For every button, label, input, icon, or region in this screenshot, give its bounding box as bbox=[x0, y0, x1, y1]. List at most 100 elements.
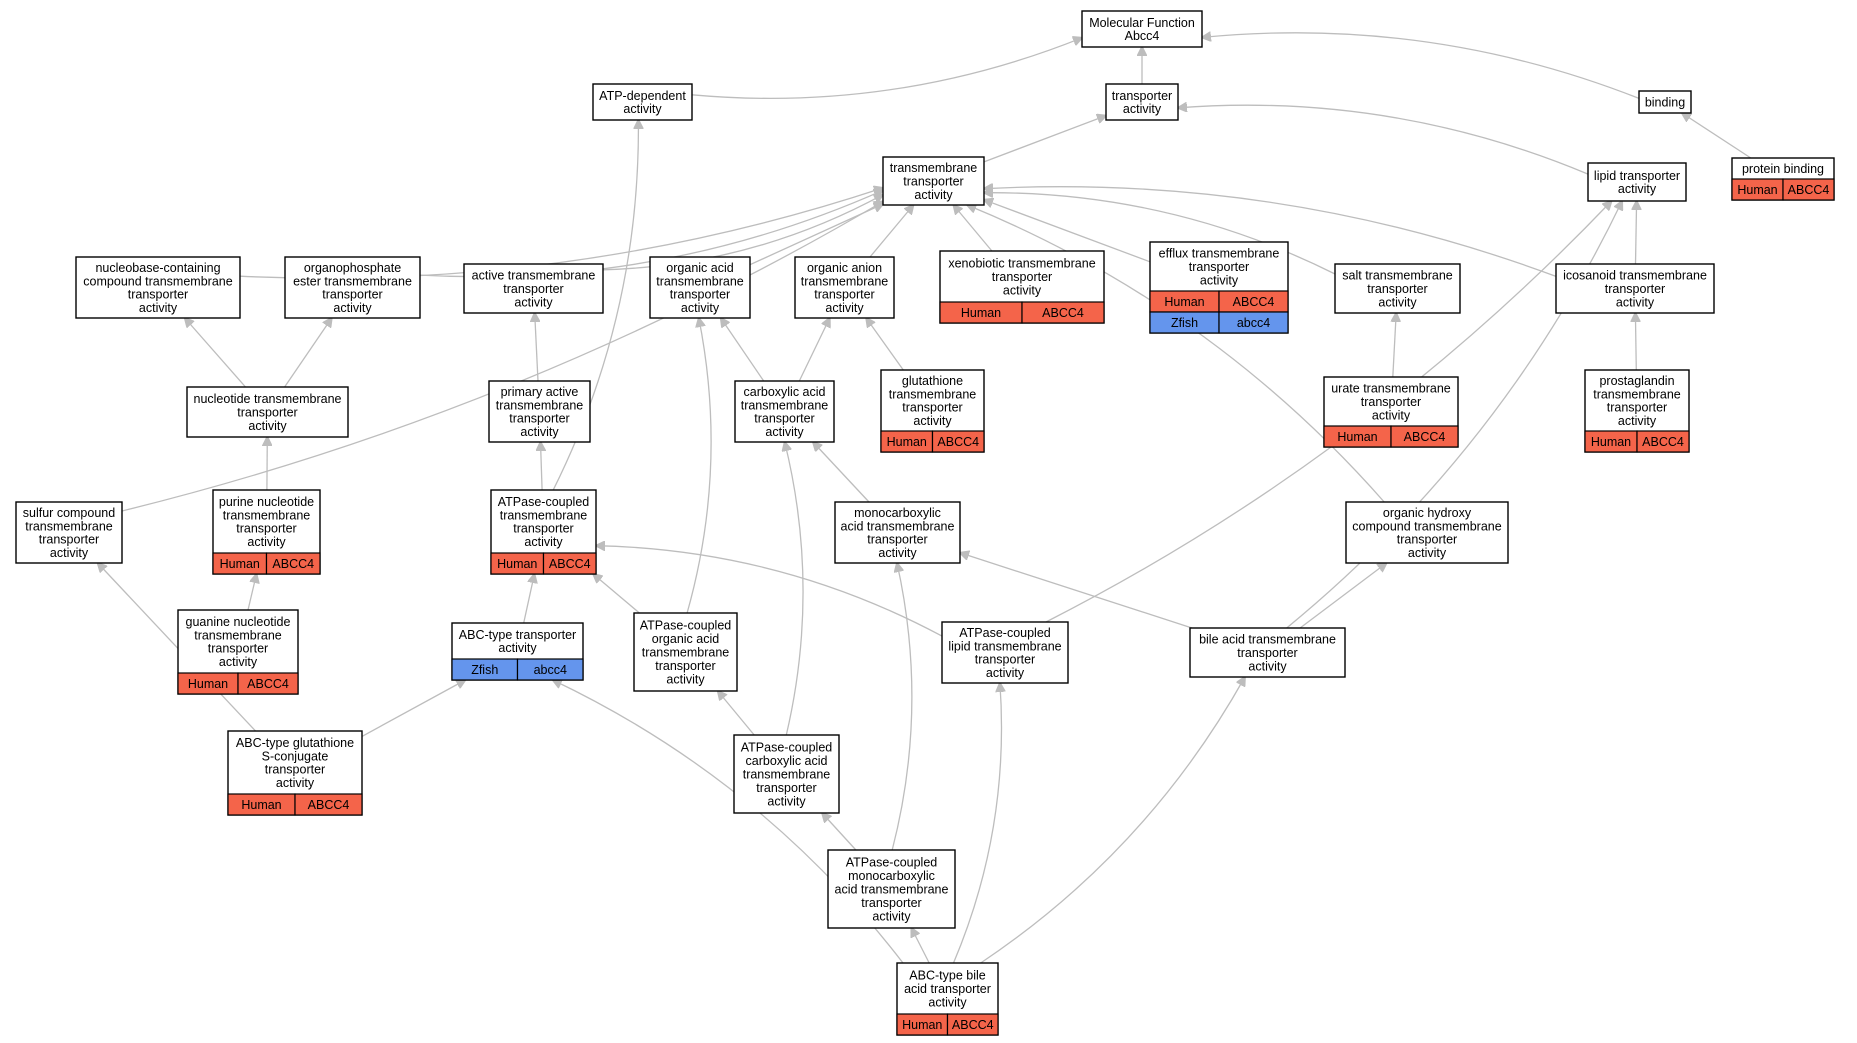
gene-cell bbox=[946, 1013, 999, 1036]
node-label-line: ATP-dependent bbox=[599, 89, 686, 103]
node-guanine[interactable]: guanine nucleotidetransmembranetransport… bbox=[177, 609, 299, 695]
node-nucleotide[interactable]: nucleotide transmembranetransporteractiv… bbox=[186, 386, 349, 438]
node-atpcoupled[interactable]: ATPase-coupledtransmembranetransporterac… bbox=[490, 489, 597, 575]
edge-carboxylic-to-organion bbox=[798, 318, 829, 382]
node-label-line: activity bbox=[1372, 408, 1411, 422]
node-prosta[interactable]: prostaglandintransmembranetransporteract… bbox=[1584, 369, 1690, 453]
node-label-line: activity bbox=[1408, 546, 1447, 560]
edge-atpcmono-to-atpccarb bbox=[822, 813, 857, 851]
gene-label: ABCC4 bbox=[1042, 306, 1084, 320]
node-label-line: transmembrane bbox=[25, 519, 113, 533]
node-box bbox=[592, 83, 693, 121]
edge-glutathione-to-organion bbox=[866, 318, 904, 371]
species-label: Human bbox=[220, 557, 260, 571]
node-label-line: activity bbox=[1123, 102, 1162, 116]
node-organion[interactable]: organic aniontransmembranetransporteract… bbox=[794, 256, 895, 319]
node-label-line: compound transmembrane bbox=[1352, 519, 1501, 533]
node-box bbox=[1334, 263, 1461, 314]
node-label-line: activity bbox=[1003, 283, 1042, 297]
node-efflux[interactable]: efflux transmembranetransporteractivityH… bbox=[1149, 241, 1289, 334]
node-box bbox=[1638, 90, 1692, 114]
node-label-line: activity bbox=[765, 425, 804, 439]
node-bileacid[interactable]: bile acid transmembranetransporteractivi… bbox=[1189, 627, 1346, 678]
edge-abcbile-to-bileacid bbox=[980, 677, 1245, 964]
node-label-line: S-conjugate bbox=[262, 749, 329, 763]
node-carboxylic[interactable]: carboxylic acidtransmembranetransportera… bbox=[734, 380, 835, 443]
node-label-line: sulfur compound bbox=[23, 506, 115, 520]
node-label-line: acid transmembrane bbox=[841, 519, 955, 533]
node-box bbox=[1105, 83, 1179, 121]
node-box bbox=[463, 263, 604, 314]
species-label: Human bbox=[1337, 430, 1377, 444]
node-label-line: activity bbox=[1618, 182, 1657, 196]
node-xeno[interactable]: xenobiotic transmembranetransporteractiv… bbox=[939, 250, 1105, 324]
species-label: Human bbox=[1591, 435, 1631, 449]
node-label-line: salt transmembrane bbox=[1342, 269, 1453, 283]
node-label-line: transmembrane bbox=[743, 768, 831, 782]
gene-cell bbox=[1390, 425, 1459, 448]
node-urate[interactable]: urate transmembranetransporteractivityHu… bbox=[1323, 376, 1459, 448]
node-purine[interactable]: purine nucleotidetransmembranetransporte… bbox=[212, 489, 321, 575]
node-label-line: activity bbox=[986, 666, 1025, 680]
node-label-line: activity bbox=[666, 672, 705, 686]
node-label-line: transporter bbox=[670, 288, 730, 302]
edge-atpcoupled-to-primary bbox=[541, 442, 543, 491]
node-label-line: organic hydroxy bbox=[1383, 506, 1472, 520]
edge-urate-to-salt bbox=[1393, 313, 1396, 378]
node-label-line: prostaglandin bbox=[1599, 374, 1674, 388]
edge-abcbile-to-atpcmono bbox=[911, 928, 930, 964]
node-label-line: transmembrane bbox=[194, 628, 282, 642]
gene-cell bbox=[516, 658, 584, 681]
node-label-line: monocarboxylic bbox=[848, 869, 935, 883]
node-box bbox=[1587, 162, 1687, 202]
edge-prosta-to-icosanoid bbox=[1635, 313, 1636, 371]
node-box bbox=[75, 256, 241, 319]
edge-bileacid-to-orghydroxy bbox=[1299, 563, 1386, 629]
node-glutathione[interactable]: glutathionetransmembranetransporteractiv… bbox=[880, 369, 985, 453]
node-label-line: activity bbox=[1200, 273, 1239, 287]
node-label-line: activity bbox=[914, 188, 953, 202]
node-box bbox=[633, 612, 738, 692]
gene-label: ABCC4 bbox=[247, 677, 289, 691]
node-label-line: glutathione bbox=[902, 374, 963, 388]
node-abcglut[interactable]: ABC-type glutathioneS-conjugatetransport… bbox=[227, 730, 363, 816]
node-label-line: lipid transmembrane bbox=[948, 639, 1061, 653]
node-primary[interactable]: primary activetransmembranetransporterac… bbox=[488, 380, 591, 443]
node-orgacid[interactable]: organic acidtransmembranetransporteracti… bbox=[649, 256, 751, 319]
edge-atpclipid-to-atpcoupled bbox=[596, 546, 943, 637]
gene-label: abcc4 bbox=[534, 663, 567, 677]
node-label-line: transporter bbox=[861, 896, 921, 910]
node-binding[interactable]: binding bbox=[1638, 90, 1692, 114]
node-box bbox=[1189, 627, 1346, 678]
gene-cell bbox=[265, 552, 321, 575]
node-label-line: lipid transporter bbox=[1594, 169, 1680, 183]
node-icosanoid[interactable]: icosanoid transmembranetransporteractivi… bbox=[1555, 263, 1715, 314]
species-label: Human bbox=[961, 306, 1001, 320]
edge-icosanoid-to-lipid bbox=[1636, 201, 1637, 265]
gene-label: ABCC4 bbox=[1642, 435, 1684, 449]
node-box bbox=[941, 621, 1069, 684]
node-label-line: Abcc4 bbox=[1125, 29, 1160, 43]
node-label-line: active transmembrane bbox=[472, 269, 596, 283]
node-sulfur[interactable]: sulfur compoundtransmembranetransportera… bbox=[15, 501, 123, 564]
node-label-line: transporter bbox=[1361, 395, 1421, 409]
node-label-line: activity bbox=[248, 419, 287, 433]
